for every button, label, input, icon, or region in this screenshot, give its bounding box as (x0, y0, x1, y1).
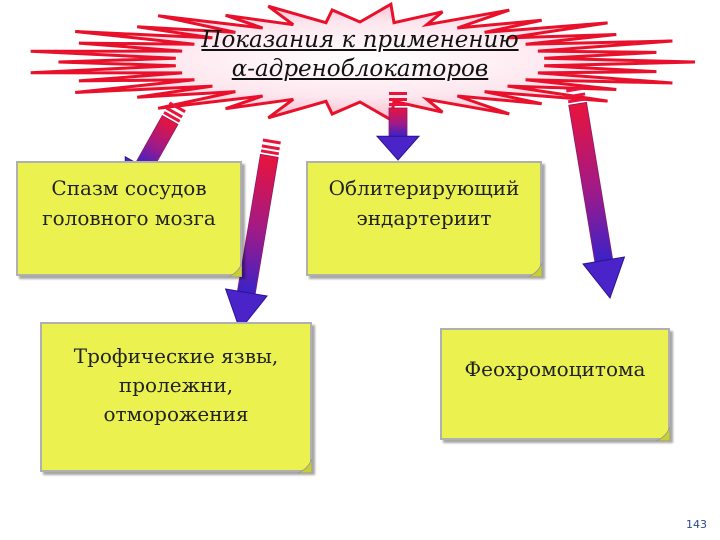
box-pheochromocytoma: Феохромоцитома (440, 328, 670, 440)
banner-title: Показания к применению α-адреноблокаторо… (190, 26, 530, 84)
arrow-stripe (389, 98, 407, 101)
arrow-stripe (262, 138, 281, 145)
box-cerebral-vasospasm: Спазм сосудов головного мозга (16, 161, 242, 276)
arrow-to-pheochromocytoma (566, 86, 626, 300)
arrows-group (124, 86, 626, 332)
page-curl-icon (228, 263, 242, 277)
box-obliterating-endarteritis: Облитерирующий эндартериит (306, 161, 542, 276)
arrow-stripe (165, 106, 183, 119)
box-3-line-2: пролежни, (118, 373, 234, 397)
title-line-2: α-адреноблокаторов (231, 55, 489, 82)
arrow-head (582, 256, 626, 300)
page-curl-icon (528, 263, 542, 277)
arrow-to-endarteritis (375, 92, 421, 161)
arrow-head (375, 135, 421, 161)
arrow-head (224, 288, 268, 332)
page-number: 143 (686, 518, 707, 531)
arrow-stripe (260, 149, 280, 156)
arrow-to-trophic-ulcers (224, 138, 281, 332)
box-3-line-3: отморожения (103, 402, 249, 426)
box-2-line-2: эндартериит (356, 206, 492, 230)
arrow-stripe (389, 92, 407, 95)
arrow-stripe (389, 103, 407, 106)
arrow-stripe (566, 86, 585, 93)
box-2-line-1: Облитерирующий (328, 176, 520, 200)
arrow-shaft (388, 107, 408, 137)
box-3-line-1: Трофические язвы, (73, 344, 279, 368)
box-1-line-2: головного мозга (42, 206, 216, 230)
box-trophic-ulcers: Трофические язвы, пролежни, отморожения (40, 322, 312, 472)
page-curl-icon (298, 459, 312, 473)
arrow-shaft (568, 101, 614, 263)
arrow-stripe (261, 144, 280, 151)
box-1-line-1: Спазм сосудов (51, 176, 207, 200)
arrow-shaft (236, 153, 279, 295)
starburst-banner (30, 1, 696, 123)
arrow-stripe (567, 92, 586, 99)
arrow-stripe (168, 101, 186, 114)
title-line-1: Показания к применению (201, 27, 519, 53)
page-curl-icon (656, 427, 670, 441)
arrow-stripe (567, 97, 587, 104)
arrow-stripe (163, 111, 181, 123)
box-4-line-1: Феохромоцитома (464, 357, 646, 381)
